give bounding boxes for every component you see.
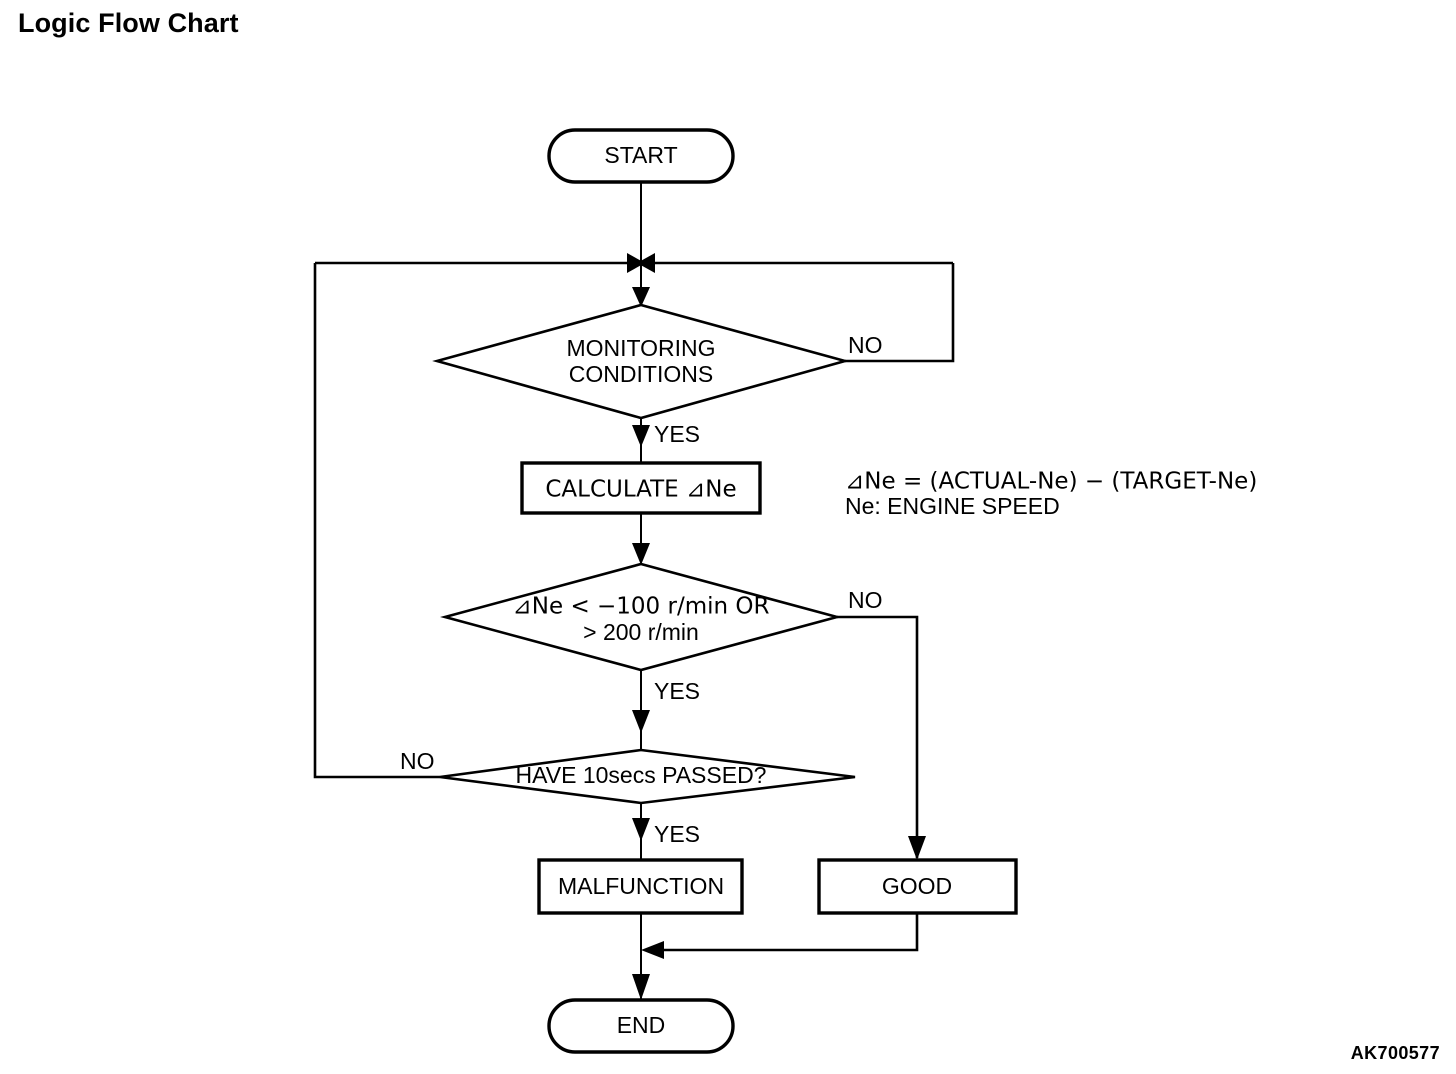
node-calculate[interactable]: CALCULATE ⊿Ne [520, 461, 762, 515]
page-title: Logic Flow Chart [18, 8, 239, 38]
edge-label-monitoring-no: NO [848, 332, 883, 358]
note-line-1: ⊿Ne = (ACTUAL-Ne) − (TARGET-Ne) [845, 469, 1257, 495]
figure-code: AK700577 [1350, 1043, 1440, 1063]
arrowhead-loop-left [627, 253, 645, 273]
good-label: GOOD [882, 873, 952, 899]
start-label: START [604, 142, 677, 168]
node-monitoring-conditions[interactable]: MONITORING CONDITIONS [432, 303, 850, 420]
end-shape [547, 998, 735, 1054]
edge-label-threshold-no: NO [848, 587, 883, 613]
node-threshold[interactable]: ⊿Ne < −100 r/min OR > 200 r/min [440, 562, 842, 672]
node-timer[interactable]: HAVE 10secs PASSED? [439, 748, 856, 805]
arrowhead-into-monitoring [632, 287, 650, 307]
node-start[interactable]: START [547, 128, 735, 184]
threshold-label-line2: > 200 r/min [583, 619, 699, 645]
calculate-label: CALCULATE ⊿Ne [545, 477, 736, 503]
edge-label-threshold-yes: YES [654, 678, 700, 704]
monitoring-label-line1: MONITORING [566, 335, 715, 361]
arrowhead-loop-right [637, 253, 655, 273]
connector-threshold-no [837, 615, 919, 858]
note-line-2: Ne: ENGINE SPEED [845, 493, 1060, 519]
start-shape [547, 128, 735, 184]
timer-label: HAVE 10secs PASSED? [516, 762, 767, 788]
arrowhead-into-malfunction [632, 818, 650, 841]
malfunction-shape [537, 858, 744, 915]
node-malfunction[interactable]: MALFUNCTION [537, 858, 744, 915]
threshold-label-line1: ⊿Ne < −100 r/min OR [513, 594, 770, 620]
threshold-shape [440, 562, 842, 672]
arrowhead-good-merge [641, 941, 664, 959]
end-label: END [617, 1012, 666, 1038]
arrowhead-into-timer [632, 710, 650, 733]
arrowhead-into-good [908, 836, 926, 860]
formula-note: ⊿Ne = (ACTUAL-Ne) − (TARGET-Ne) Ne: ENGI… [845, 469, 1257, 520]
connector-timer-no [313, 263, 440, 779]
malfunction-label: MALFUNCTION [558, 873, 724, 899]
monitoring-shape [432, 303, 850, 420]
node-end[interactable]: END [547, 998, 735, 1054]
node-good[interactable]: GOOD [817, 858, 1018, 915]
arrowhead-into-end [632, 974, 650, 1000]
connector-good-to-end [648, 913, 919, 952]
edge-label-timer-yes: YES [654, 821, 700, 847]
connector-monitoring-no [845, 263, 955, 363]
timer-shape [439, 748, 856, 805]
good-shape [817, 858, 1018, 915]
edge-label-monitoring-yes: YES [654, 421, 700, 447]
arrowhead-into-calculate [632, 425, 650, 447]
edge-label-timer-no: NO [400, 748, 435, 774]
monitoring-label-line2: CONDITIONS [569, 361, 713, 387]
calculate-shape [520, 461, 762, 515]
arrowhead-into-threshold [632, 543, 650, 565]
